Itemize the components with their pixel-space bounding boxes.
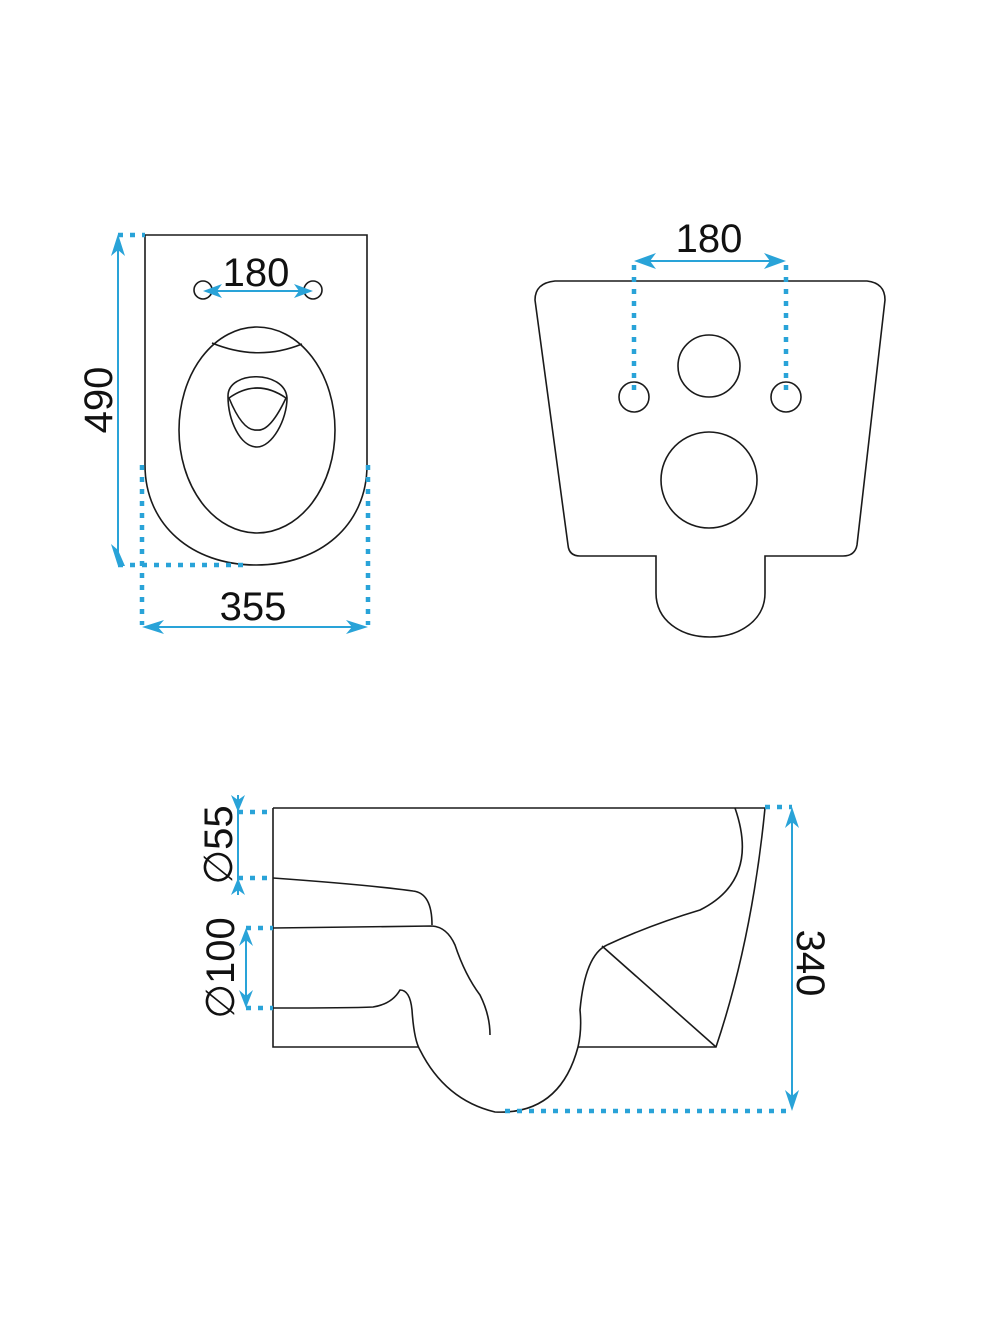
bowl-rim-front-curve <box>211 342 303 354</box>
inlet-opening <box>677 334 741 398</box>
rear-view: 180 <box>534 217 886 638</box>
side-wall-plate <box>272 808 418 1048</box>
side-view: ∅55 ∅100 340 <box>197 795 832 1114</box>
rear-fixing-hole-left <box>618 381 650 413</box>
side-front-face <box>578 807 766 1048</box>
outlet-opening <box>660 431 758 529</box>
bowl-back-curve <box>606 807 744 946</box>
side-340-label: 340 <box>788 930 832 997</box>
rear-view-outline <box>534 280 886 638</box>
inlet-channel <box>272 877 433 926</box>
outlet-lower-trap <box>272 944 608 1113</box>
top-355-label: 355 <box>220 585 287 629</box>
drain-inner <box>228 387 288 431</box>
side-inlet-label: ∅55 <box>197 805 241 884</box>
top-view-outline <box>144 234 368 566</box>
rear-180-label: 180 <box>676 217 743 261</box>
drain-outer <box>227 376 288 448</box>
side-outlet-label: ∅100 <box>199 917 243 1019</box>
bowl-rim <box>178 326 336 534</box>
rear-fixing-hole-right <box>770 381 802 413</box>
top-490-label: 490 <box>77 367 121 434</box>
top-view: 180 490 355 <box>77 232 371 634</box>
outlet-upper <box>272 925 491 1036</box>
bowl-diagonal <box>601 945 717 1048</box>
top-180-label: 180 <box>223 251 290 295</box>
